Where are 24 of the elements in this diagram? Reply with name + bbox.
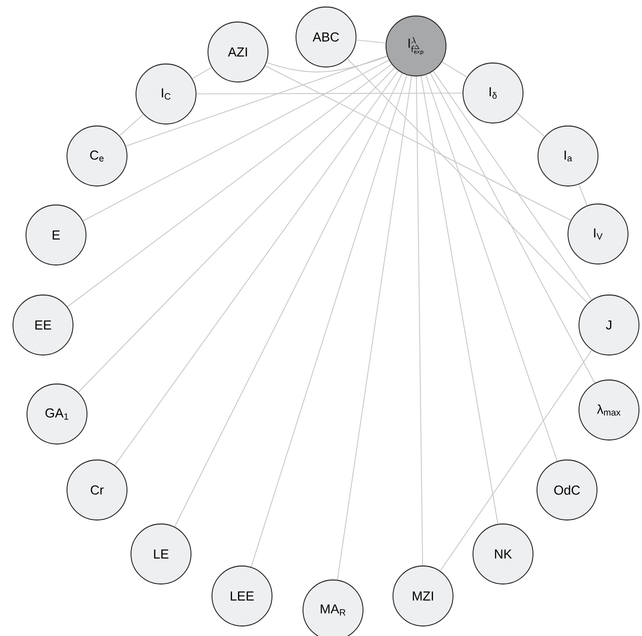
connector-line [196, 92, 463, 94]
connector-line [440, 350, 592, 572]
connector-line [67, 64, 392, 308]
connector-line [125, 56, 388, 146]
connector-line [266, 56, 388, 72]
connector-line [430, 72, 596, 384]
connector-line [578, 184, 588, 206]
connector-line [346, 58, 588, 304]
connector-line [516, 112, 546, 137]
connector-line [82, 60, 390, 222]
connector-line [119, 114, 144, 136]
connector-line [250, 74, 408, 568]
connector-line [264, 65, 572, 221]
connector-line [192, 66, 212, 80]
connector-line [337, 76, 412, 580]
connector-line [420, 76, 498, 524]
connector-line [425, 74, 558, 462]
connector-line [416, 76, 424, 566]
connector-line [356, 40, 386, 44]
connector-line [114, 70, 399, 466]
connector-line [78, 67, 396, 393]
connector-line [432, 70, 592, 300]
connector-line [442, 61, 468, 78]
connector-line [174, 72, 403, 528]
